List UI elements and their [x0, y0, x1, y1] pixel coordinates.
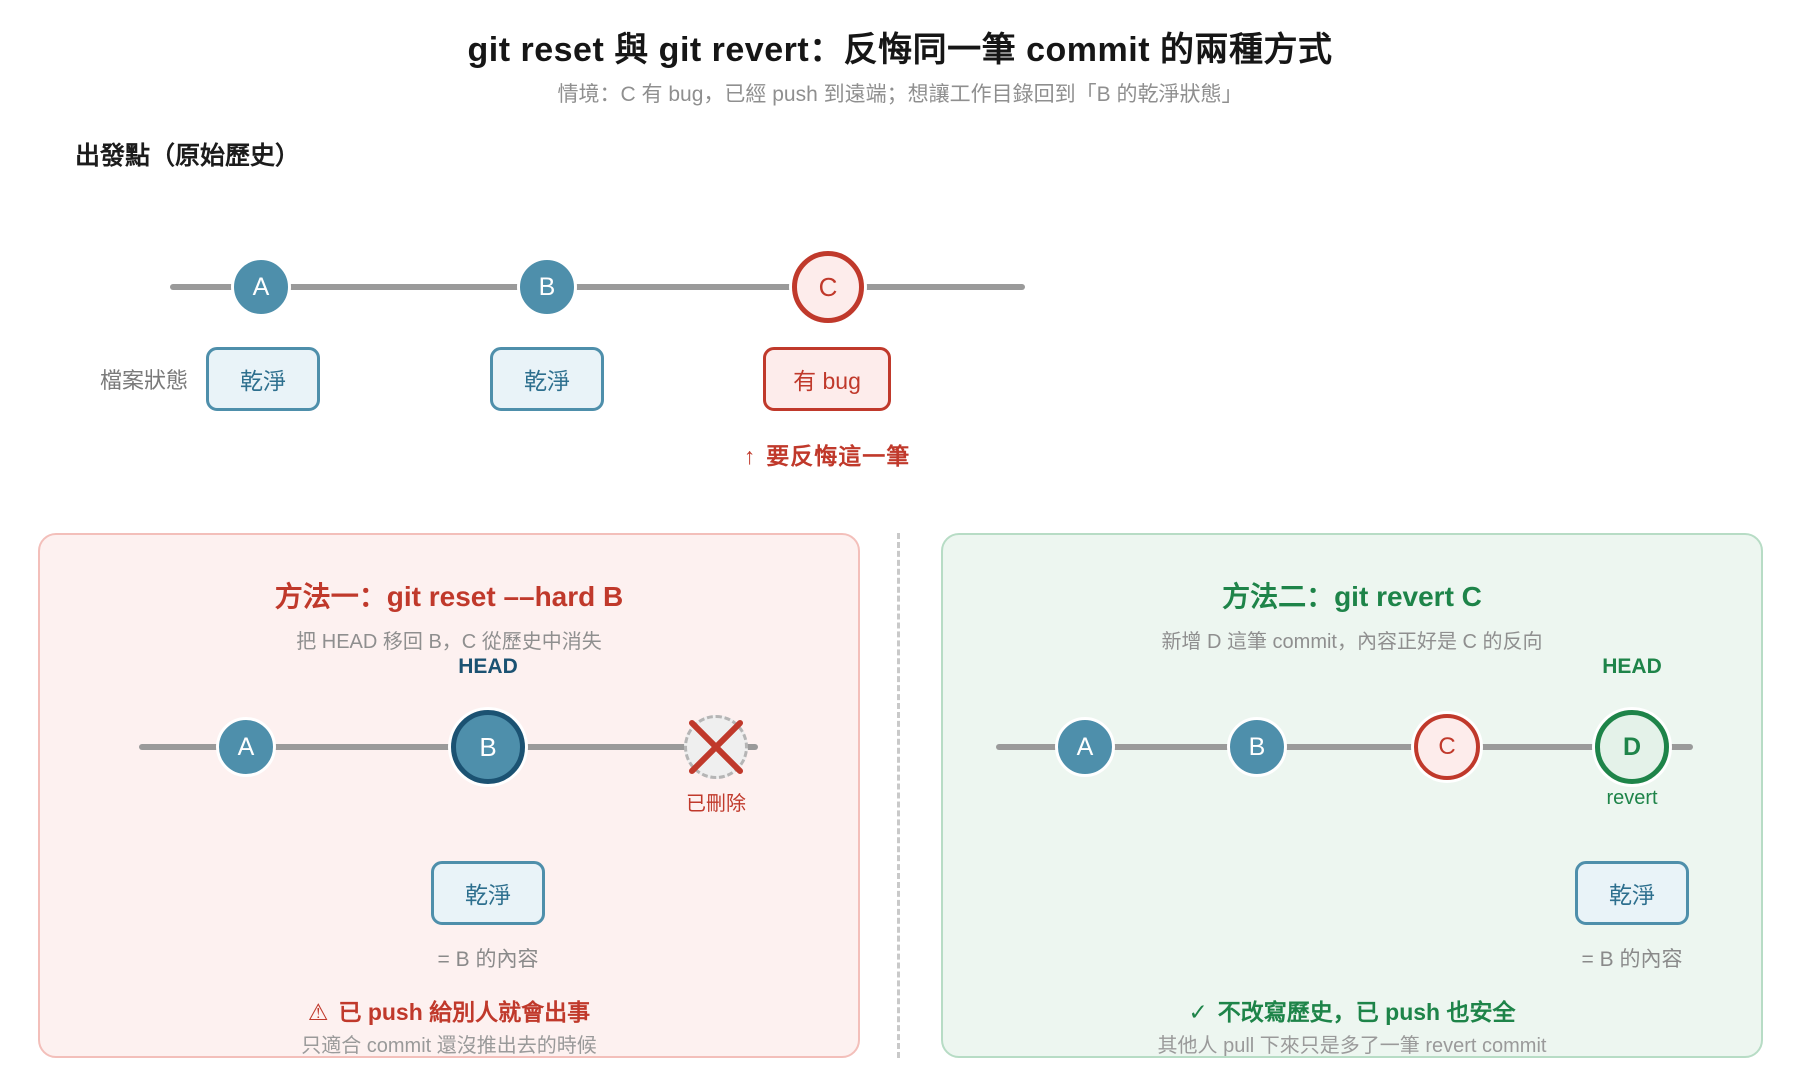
state-box-text: 乾淨	[1609, 882, 1655, 908]
panel-divider	[897, 533, 900, 1058]
commit-label: A	[237, 732, 255, 761]
revert-verdict-note: 其他人 pull 下來只是多了一筆 revert commit	[1157, 1035, 1547, 1057]
commit-node-d-revert: D	[1595, 710, 1669, 784]
commit-label: C	[1438, 733, 1456, 760]
commit-line	[170, 284, 1025, 290]
state-box-c-bug: 有 bug	[763, 347, 891, 411]
page-subtitle: 情境：C 有 bug，已經 push 到遠端；想讓工作目錄回到「B 的乾淨狀態」	[557, 83, 1243, 106]
commit-label: A	[1076, 732, 1094, 761]
state-note: = B 的內容	[1581, 948, 1683, 971]
commit-node-b: B	[1227, 717, 1287, 777]
commit-node-b-head: B	[451, 710, 525, 784]
deleted-label: 已刪除	[686, 793, 746, 815]
revert-panel-title: 方法二：git revert C	[1222, 581, 1482, 612]
reset-verdict-text: 已 push 給別人就會出事	[338, 999, 591, 1025]
commit-node-a: A	[231, 257, 291, 317]
commit-label: B	[538, 272, 556, 301]
state-box-a: 乾淨	[206, 347, 320, 411]
commit-label: D	[1622, 732, 1642, 761]
original-history-graph: A B C 檔案狀態 乾淨 乾淨 有 bug ↑ 要反悔這一筆	[0, 0, 1800, 470]
commit-node-c-bad: C	[792, 251, 864, 323]
revert-label: revert	[1606, 787, 1658, 809]
check-icon: ✓	[1188, 999, 1208, 1025]
state-box-clean: 乾淨	[431, 861, 545, 925]
reset-panel-title: 方法一：git reset ––hard B	[274, 581, 624, 612]
state-note: = B 的內容	[437, 948, 539, 971]
state-box-clean: 乾淨	[1575, 861, 1689, 925]
reset-verdict-note: 只適合 commit 還沒推出去的時候	[301, 1035, 597, 1057]
reset-verdict: ⚠ 已 push 給別人就會出事	[40, 993, 858, 1027]
files-state-label: 檔案狀態	[100, 347, 188, 411]
commit-label: A	[252, 272, 270, 301]
state-box-text: 乾淨	[465, 882, 511, 908]
head-label: HEAD	[458, 655, 518, 678]
reset-panel: 方法一：git reset ––hard B 把 HEAD 移回 B，C 從歷史…	[38, 533, 860, 1058]
commit-line	[996, 744, 1693, 750]
state-box-text: 乾淨	[524, 368, 570, 394]
regret-callout: ↑ 要反悔這一筆	[744, 437, 911, 471]
files-state-label-text: 檔案狀態	[100, 368, 189, 393]
original-history-heading: 出發點（原始歷史）	[75, 142, 301, 170]
warning-icon: ⚠	[307, 999, 329, 1025]
commit-node-a: A	[216, 717, 276, 777]
reset-panel-subtitle: 把 HEAD 移回 B，C 從歷史中消失	[296, 631, 602, 653]
head-label: HEAD	[1602, 655, 1662, 678]
state-box-b: 乾淨	[490, 347, 604, 411]
state-box-text: 有 bug	[793, 368, 861, 394]
revert-verdict-text: 不改寫歷史，已 push 也安全	[1217, 999, 1516, 1025]
revert-verdict: ✓ 不改寫歷史，已 push 也安全	[943, 993, 1761, 1027]
commit-node-c-bad: C	[1414, 714, 1480, 780]
revert-panel-subtitle: 新增 D 這筆 commit，內容正好是 C 的反向	[1161, 631, 1543, 653]
arrow-up-icon: ↑	[743, 443, 757, 469]
page-title: git reset 與 git revert：反悔同一筆 commit 的兩種方…	[467, 31, 1333, 69]
commit-label: C	[818, 271, 838, 302]
regret-callout-text: 要反悔這一筆	[766, 443, 911, 469]
commit-line	[139, 744, 758, 750]
deleted-commit-node	[684, 715, 748, 779]
commit-node-a: A	[1055, 717, 1115, 777]
state-box-text: 乾淨	[240, 368, 286, 394]
commit-label: B	[1248, 732, 1266, 761]
revert-panel: 方法二：git revert C 新增 D 這筆 commit，內容正好是 C …	[941, 533, 1763, 1058]
commit-label: B	[479, 731, 497, 762]
commit-node-b: B	[517, 257, 577, 317]
